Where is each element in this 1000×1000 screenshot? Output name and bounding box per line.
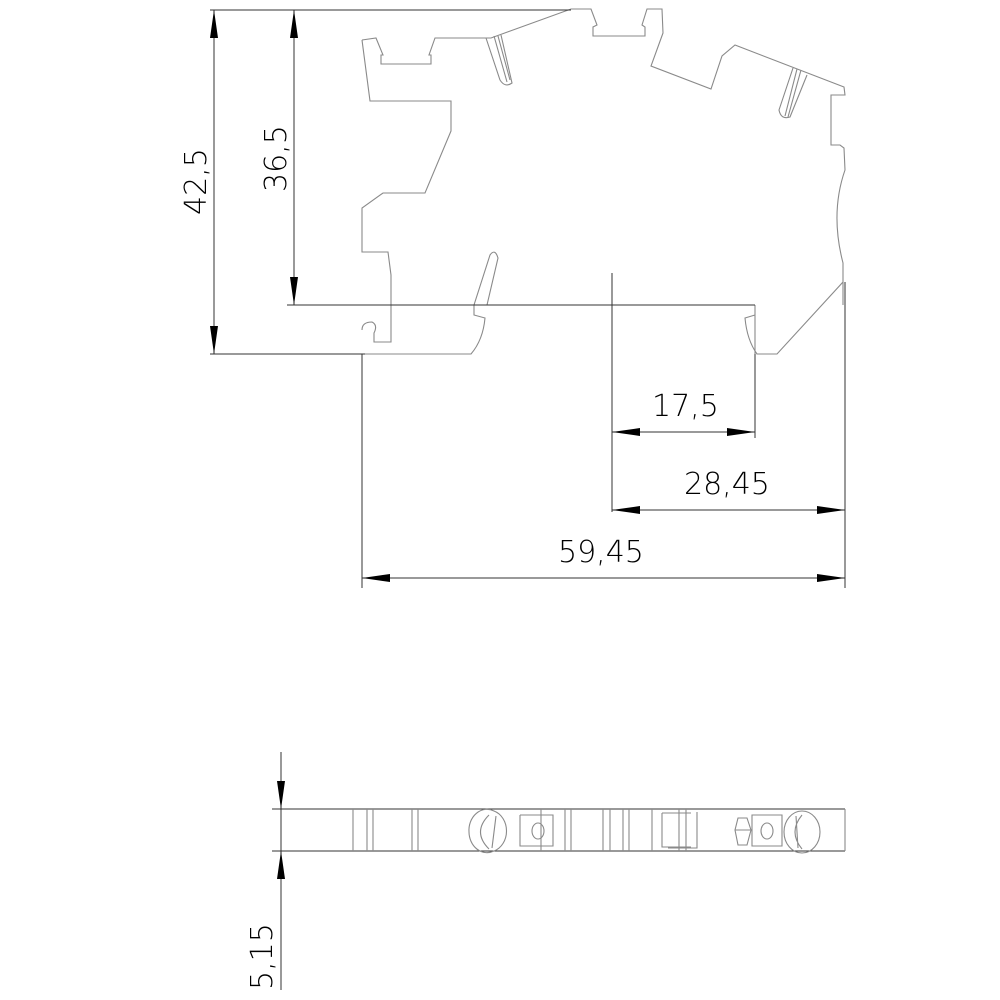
clamp-right — [783, 810, 821, 854]
dimension-height-rail: 36,5 — [259, 10, 298, 305]
terminal-block-outline-left — [361, 39, 499, 355]
dimension-width-small: 17,5 — [612, 389, 755, 436]
label-5-15: 5,15 — [245, 923, 280, 990]
label-17-5: 17,5 — [652, 389, 719, 424]
extension-lines — [210, 9, 846, 588]
spring-window-right — [734, 814, 783, 847]
dimension-width-large: 28,45 — [612, 467, 845, 514]
label-36-5: 36,5 — [259, 125, 294, 192]
slot-middle — [661, 812, 698, 849]
release-slot-left — [485, 34, 513, 86]
terminal-block-outline — [361, 8, 846, 355]
clamp-left — [468, 808, 508, 854]
top-view: 5,15 — [245, 752, 846, 990]
release-slot-right — [778, 67, 808, 119]
side-view — [361, 8, 846, 355]
label-59-45: 59,45 — [558, 535, 644, 570]
label-28-45: 28,45 — [684, 467, 770, 502]
dimension-width-total: 59,45 — [362, 535, 845, 582]
dimension-height-total: 42,5 — [179, 10, 218, 354]
spring-window-left — [519, 814, 554, 847]
label-42-5: 42,5 — [179, 148, 214, 215]
